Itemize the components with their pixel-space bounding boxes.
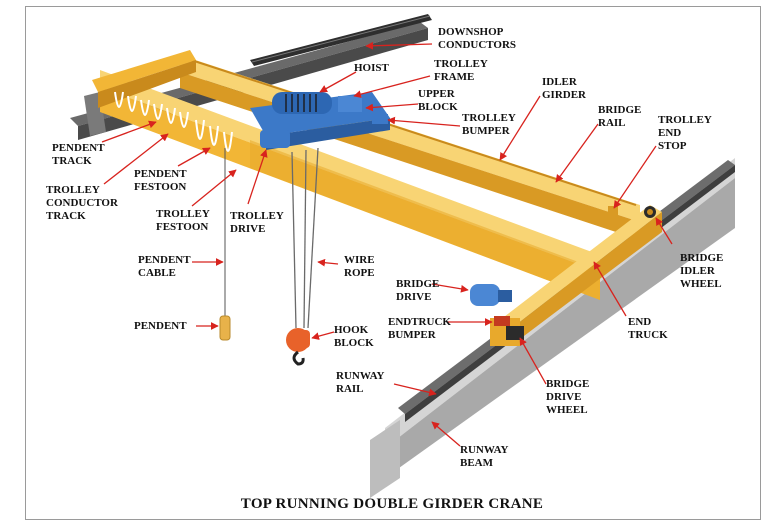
wire-rope — [291, 147, 319, 329]
label-endtruck-bumper: ENDTRUCK BUMPER — [388, 316, 451, 341]
label-trolley-frame: TROLLEY FRAME — [434, 58, 488, 83]
label-pendent-track: PENDENT TRACK — [52, 142, 105, 167]
label-end-truck: END TRUCK — [628, 316, 668, 341]
bridge-drive — [470, 284, 512, 306]
trolley-drive — [260, 130, 290, 148]
label-downshop-conductors: DOWNSHOP CONDUCTORS — [438, 26, 517, 51]
label-idler-girder: IDLER GIRDER — [542, 76, 587, 101]
label-runway-beam: RUNWAY BEAM — [460, 444, 509, 469]
label-bridge-drive-wheel: BRIDGE DRIVE WHEEL — [546, 378, 590, 416]
hoist — [272, 92, 332, 114]
label-trolley-drive: TROLLEY DRIVE — [230, 210, 284, 235]
hook-block — [286, 328, 310, 366]
pendent-festoon — [114, 91, 233, 152]
label-pendent-cable: PENDENT CABLE — [138, 254, 191, 279]
label-trolley-festoon: TROLLEY FESTOON — [156, 208, 210, 233]
label-pendent: PENDENT — [134, 320, 187, 332]
trolley-end-stop — [608, 206, 618, 224]
bridge-drive-wheel — [506, 326, 524, 340]
endtruck-bumper — [494, 316, 510, 326]
label-trolley-bumper: TROLLEY BUMPER — [462, 112, 516, 137]
upper-block — [338, 96, 362, 112]
diagram-frame — [25, 6, 761, 520]
label-hook-block: HOOK BLOCK — [334, 324, 374, 349]
label-bridge-drive: BRIDGE DRIVE — [396, 278, 440, 303]
label-upper-block: UPPER BLOCK — [418, 88, 458, 113]
label-runway-rail: RUNWAY RAIL — [336, 370, 385, 395]
label-bridge-rail: BRIDGE RAIL — [598, 104, 642, 129]
label-trolley-end-stop: TROLLEY END STOP — [658, 114, 712, 152]
label-trolley-conductor-track: TROLLEY CONDUCTOR TRACK — [46, 184, 118, 222]
trolley-bumper — [372, 114, 388, 124]
leader-lines — [101, 41, 673, 447]
downshop-conductors — [250, 14, 432, 66]
label-pendent-festoon: PENDENT FESTOON — [134, 168, 187, 193]
label-wire-rope: WIRE ROPE — [344, 254, 375, 279]
label-hoist: HOIST — [354, 62, 389, 74]
pendent — [219, 315, 231, 341]
label-bridge-idler-wheel: BRIDGE IDLER WHEEL — [680, 252, 724, 290]
diagram-caption: TOP RUNNING DOUBLE GIRDER CRANE — [240, 496, 544, 512]
